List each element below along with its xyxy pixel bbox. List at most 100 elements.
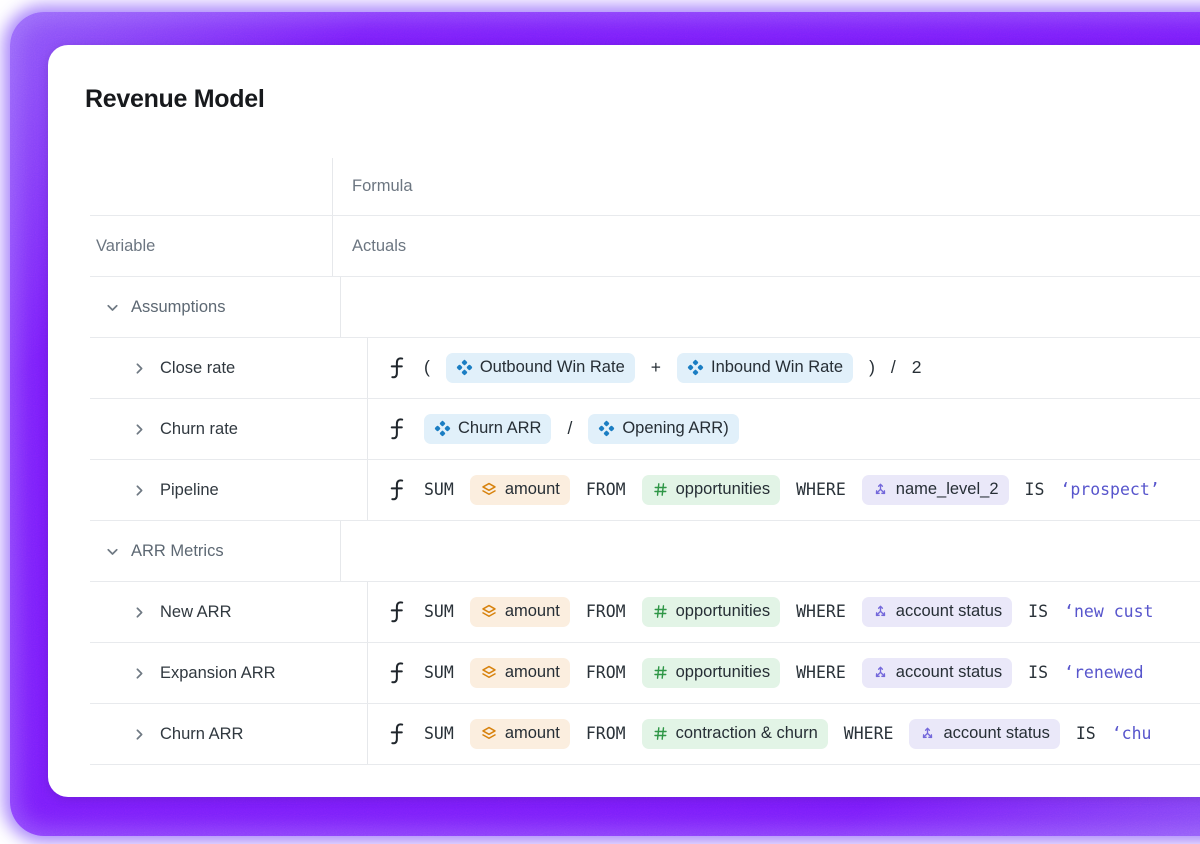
chevron-down-icon[interactable] [104, 543, 121, 560]
variable-label: Expansion ARR [160, 663, 276, 682]
sql-keyword: SUM [424, 663, 454, 683]
chip-label: account status [895, 602, 1003, 621]
token-chip-opening-arr-[interactable]: Opening ARR) [588, 414, 739, 444]
sql-keyword: FROM [585, 663, 626, 683]
token-chip-amount[interactable]: amount [469, 658, 570, 688]
sql-keyword: IS [1075, 724, 1096, 744]
chevron-right-icon[interactable] [131, 360, 148, 377]
variable-label: New ARR [160, 602, 232, 621]
token-chip-opportunities[interactable]: opportunities [641, 475, 781, 505]
chip-label: amount [504, 480, 560, 499]
token-chip-amount[interactable]: amount [469, 597, 570, 627]
token-chip-account-status[interactable]: account status [861, 658, 1013, 688]
layers-icon [480, 725, 498, 743]
chip-label: amount [504, 724, 560, 743]
sql-keyword: FROM [585, 724, 626, 744]
column-header-variable: Variable [96, 236, 156, 255]
variable-icon [434, 420, 451, 437]
string-literal: ‘chu [1111, 724, 1152, 744]
function-icon [387, 660, 406, 685]
token-chip-amount[interactable]: amount [469, 475, 570, 505]
chevron-down-icon[interactable] [104, 299, 121, 316]
variable-cell: Assumptions [90, 277, 340, 337]
table-header-row-formula: Formula [90, 158, 1200, 216]
chevron-right-icon[interactable] [131, 665, 148, 682]
chevron-right-icon[interactable] [131, 604, 148, 621]
sql-keyword: IS [1028, 602, 1049, 622]
chip-label: amount [504, 663, 560, 682]
operator: ( [424, 357, 430, 378]
chevron-right-icon[interactable] [131, 482, 148, 499]
token-chip-account-status[interactable]: account status [861, 597, 1013, 627]
variable-icon [687, 359, 704, 376]
split-icon [872, 481, 889, 498]
formula-cell: SUM amount FROM opportunities WHERE account s… [367, 643, 1200, 703]
token-chip-amount[interactable]: amount [469, 719, 570, 749]
sql-keyword: IS [1024, 480, 1045, 500]
chip-label: contraction & churn [675, 724, 818, 743]
token-chip-inbound-win-rate[interactable]: Inbound Win Rate [676, 353, 854, 383]
hash-icon [652, 603, 669, 620]
layers-icon [480, 664, 498, 682]
token-chip-opportunities[interactable]: opportunities [641, 658, 781, 688]
formula-tokens: SUM amount FROM opportunities WHERE name_leve… [387, 475, 1160, 505]
formula-cell [340, 521, 1200, 581]
variable-label: Churn rate [160, 419, 238, 438]
operator: 2 [911, 357, 922, 378]
variable-label: Churn ARR [160, 724, 244, 743]
section-row-arr-metrics[interactable]: ARR Metrics [90, 521, 1200, 582]
variable-row-close-rate[interactable]: Close rate(Outbound Win Rate+Inbound Win… [90, 338, 1200, 399]
token-chip-opportunities[interactable]: opportunities [641, 597, 781, 627]
token-chip-name-level-2[interactable]: name_level_2 [861, 475, 1009, 505]
formula-tokens: SUM amount FROM opportunities WHERE account s… [387, 658, 1144, 688]
variable-cell: ARR Metrics [90, 521, 340, 581]
chip-label: amount [504, 602, 560, 621]
chip-label: account status [895, 663, 1003, 682]
function-icon [387, 416, 406, 441]
hash-icon [652, 481, 669, 498]
token-chip-contraction-churn[interactable]: contraction & churn [641, 719, 828, 749]
section-row-assumptions[interactable]: Assumptions [90, 277, 1200, 338]
column-header-actuals: Actuals [332, 216, 1200, 276]
variable-row-expansion-arr[interactable]: Expansion ARR SUM amount FROM opportunities W… [90, 643, 1200, 704]
split-icon [919, 725, 936, 742]
function-icon [387, 477, 406, 502]
function-icon [387, 599, 406, 624]
formula-cell: Churn ARR / Opening ARR) [367, 399, 1200, 459]
sql-keyword: WHERE [796, 480, 846, 500]
string-literal: ‘renewed [1064, 663, 1144, 683]
variable-label: Close rate [160, 358, 236, 377]
chevron-right-icon[interactable] [131, 726, 148, 743]
chip-label: name_level_2 [895, 480, 999, 499]
formula-cell: SUM amount FROM opportunities WHERE name_leve… [367, 460, 1200, 520]
sql-keyword: SUM [424, 480, 454, 500]
operator: / [567, 418, 573, 439]
token-chip-account-status[interactable]: account status [909, 719, 1060, 749]
revenue-model-card: Revenue Model Formula Variable Actuals A… [48, 45, 1200, 797]
sql-keyword: WHERE [843, 724, 894, 744]
section-label: ARR Metrics [131, 541, 224, 560]
formula-tokens: (Outbound Win Rate+Inbound Win Rate)/2 [387, 353, 922, 383]
sql-keyword: FROM [585, 480, 626, 500]
chip-label: opportunities [675, 663, 771, 682]
variable-cell: New ARR [90, 582, 367, 642]
variable-row-churn-rate[interactable]: Churn rate Churn ARR / Opening ARR) [90, 399, 1200, 460]
hash-icon [652, 725, 669, 742]
token-chip-churn-arr[interactable]: Churn ARR [424, 414, 552, 444]
chip-label: Churn ARR [458, 419, 542, 438]
header-empty-cell [90, 158, 332, 215]
sql-keyword: WHERE [796, 663, 846, 683]
variable-cell: Churn rate [90, 399, 367, 459]
chevron-right-icon[interactable] [131, 421, 148, 438]
token-chip-outbound-win-rate[interactable]: Outbound Win Rate [445, 353, 635, 383]
